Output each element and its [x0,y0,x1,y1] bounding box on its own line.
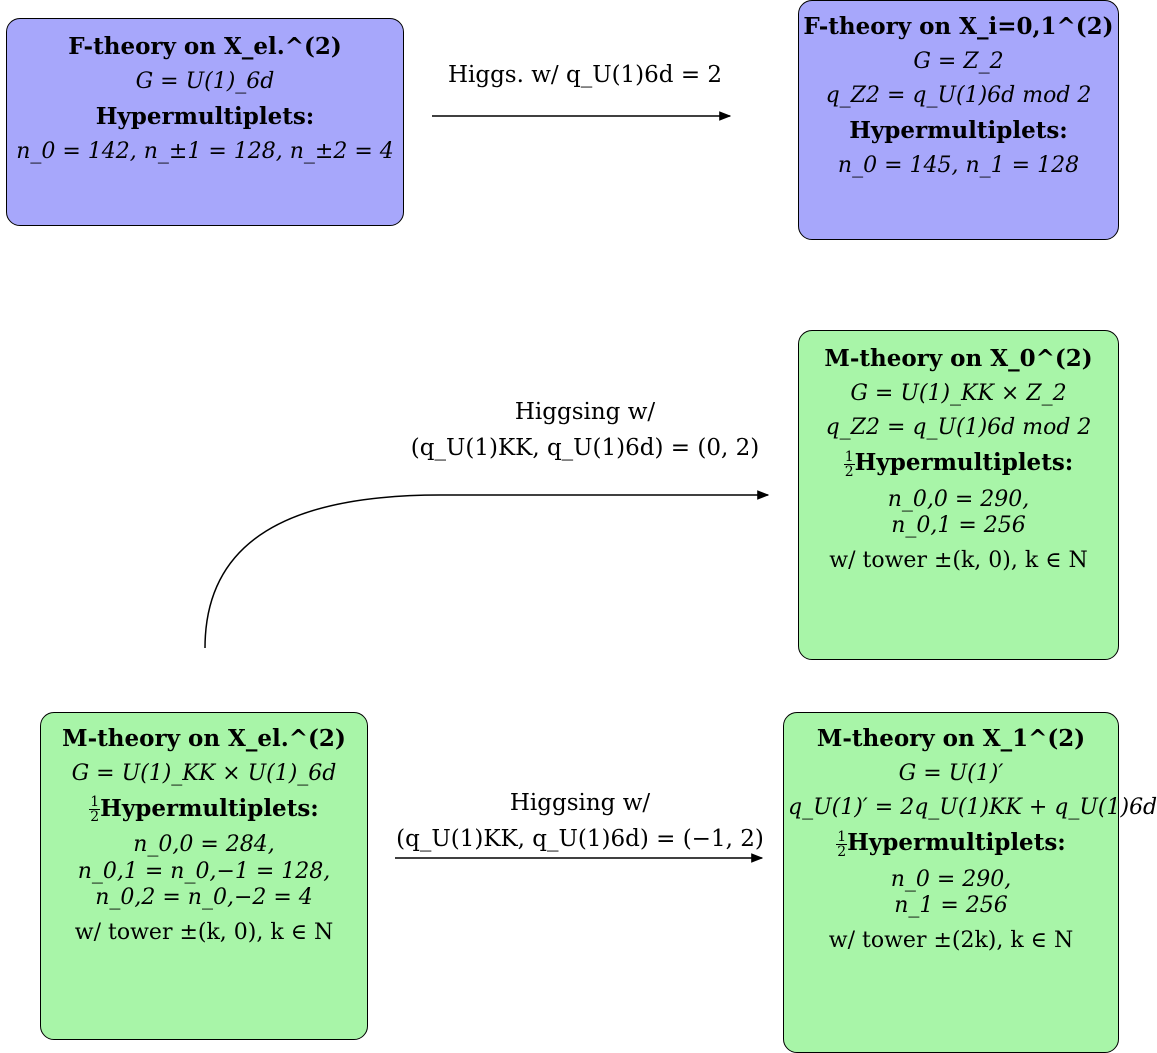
m-theory-x0-box: M-theory on X_0^(2) G = U(1)_KK × Z_2 q_… [798,330,1119,660]
m-theory-elliptic-box: M-theory on X_el.^(2) G = U(1)_KK × U(1)… [40,712,368,1040]
hypermultiplet-count-2: n_0,1 = 256 [891,513,1026,539]
hypermultiplets-heading: Hypermultiplets: [849,117,1068,145]
gauge-group: G = U(1)_KK × Z_2 [850,380,1067,406]
hypermultiplet-count-2: n_1 = 256 [894,893,1008,919]
arrows-layer [204,111,770,863]
kk-tower: w/ tower ±(2k), k ∈ N [828,927,1074,953]
hypermultiplet-counts: n_0 = 145, n_1 = 128 [837,152,1080,178]
arrow-mid-curve [204,490,770,649]
hypermultiplet-count-3: n_0,2 = n_0,−2 = 4 [95,885,313,911]
kk-tower: w/ tower ±(k, 0), k ∈ N [829,547,1088,573]
box-title: M-theory on X_el.^(2) [62,725,346,752]
charge-relation: q_Z2 = q_U(1)6d mod 2 [825,414,1092,440]
hypermultiplets-heading: Hypermultiplets: [95,102,315,130]
m-theory-x1-box: M-theory on X_1^(2) G = U(1)′ q_U(1)′ = … [783,712,1157,1053]
hypermultiplet-counts: n_0 = 142, n_±1 = 128, n_±2 = 4 [16,138,394,164]
hypermultiplet-count-1: n_0 = 290, [890,866,1012,892]
f-theory-elliptic-box: F-theory on X_el.^(2) G = U(1)_6d Hyperm… [6,18,404,226]
kk-tower: w/ tower ±(k, 0), k ∈ N [74,919,334,945]
gauge-group: G = Z_2 [913,48,1004,74]
arrow-mid-label-line1: Higgsing w/ [514,399,656,425]
arrow-top-label: Higgs. w/ q_U(1)6d = 2 [440,58,730,94]
box-title: F-theory on X_i=0,1^(2) [803,13,1114,40]
arrow-bottom-label-line2: (q_U(1)KK, q_U(1)6d) = (−1, 2) [396,825,764,852]
charge-relation: q_U(1)′ = 2q_U(1)KK + q_U(1)6d [788,794,1157,820]
box-title: M-theory on X_1^(2) [816,725,1086,752]
arrow-mid-label: Higgsing w/ (q_U(1)KK, q_U(1)6d) = (0, 2… [400,395,770,466]
arrow-top-label-text: Higgs. w/ q_U(1)6d = 2 [447,62,723,88]
box-title: M-theory on X_0^(2) [824,345,1093,372]
gauge-group: G = U(1)_KK × U(1)_6d [71,760,337,786]
hypermultiplet-count-2: n_0,1 = n_0,−1 = 128, [77,858,331,884]
gauge-group: G = U(1)′ [898,760,1004,786]
arrow-bottom-label-line1: Higgsing w/ [509,790,651,816]
arrow-bottom-label: Higgsing w/ (q_U(1)KK, q_U(1)6d) = (−1, … [385,786,775,857]
f-theory-z2-box: F-theory on X_i=0,1^(2) G = Z_2 q_Z2 = q… [798,0,1119,240]
hypermultiplet-count-1: n_0,0 = 284, [133,832,275,858]
hypermultiplet-count-1: n_0,0 = 290, [887,486,1030,512]
charge-relation: q_Z2 = q_U(1)6d mod 2 [825,82,1092,108]
box-title: F-theory on X_el.^(2) [68,33,342,60]
gauge-group: G = U(1)_6d [135,68,275,94]
arrow-mid-label-line2: (q_U(1)KK, q_U(1)6d) = (0, 2) [410,434,760,461]
